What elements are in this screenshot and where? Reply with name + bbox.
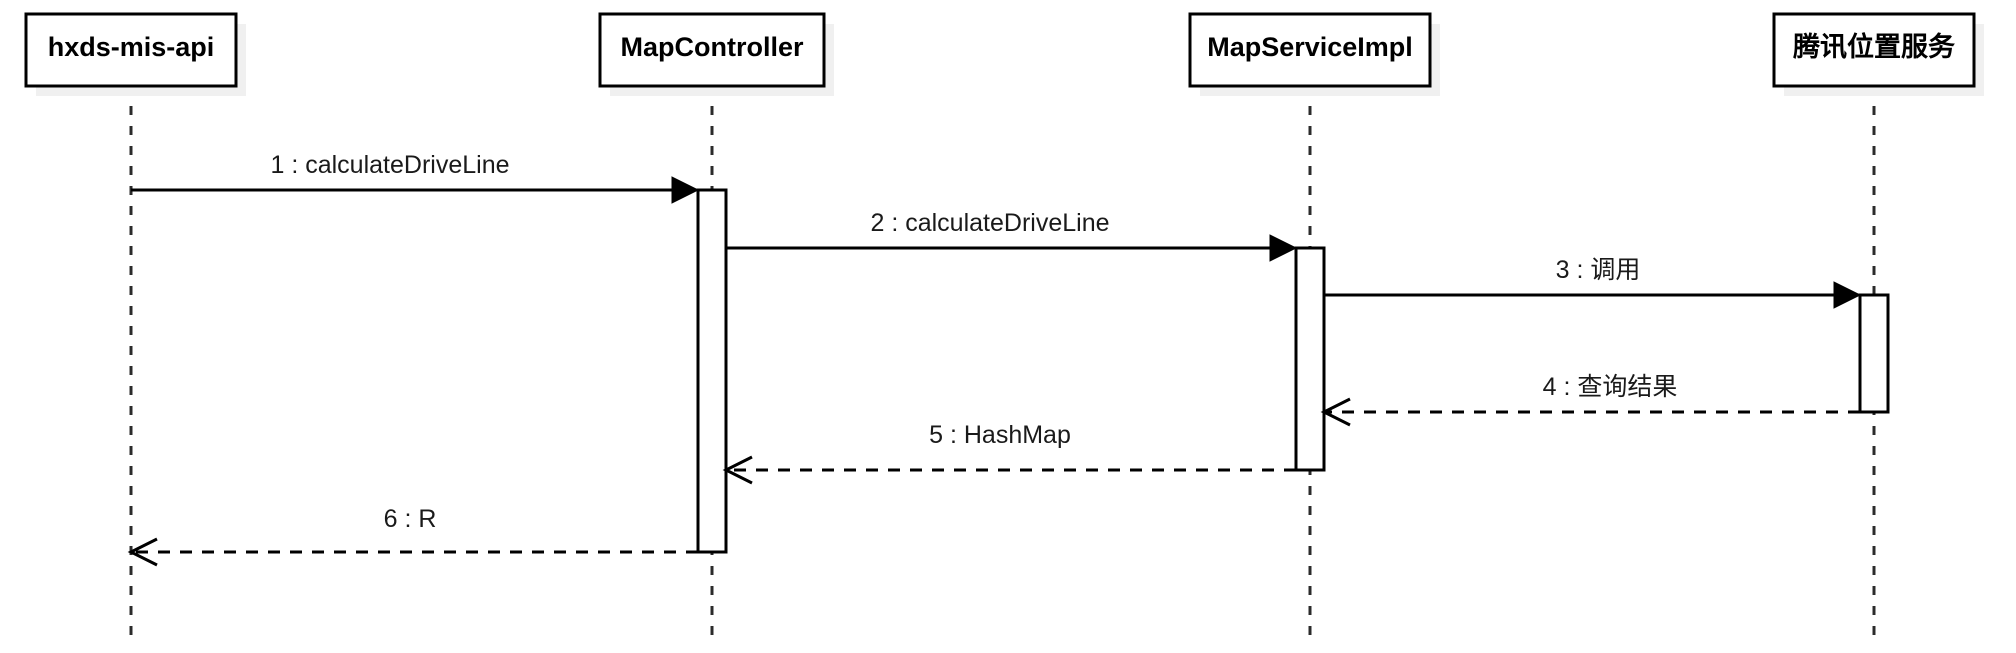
participant-label-MapController: MapController [620,32,803,62]
message-1[interactable]: 1 : calculateDriveLine [131,151,700,204]
message-6[interactable]: 6 : R [127,505,698,567]
participants-group: hxds-mis-api MapController MapServiceImpl 腾… [24,12,1984,96]
message-arrowhead-open-6 [127,537,158,567]
message-label-4: 4 : 查询结果 [1543,373,1678,401]
participant-box-hxds-mis-api[interactable] [24,12,238,88]
message-arrowhead-filled-3 [1833,281,1862,309]
activation-bar-MapServiceImpl [1294,246,1326,472]
message-5[interactable]: 5 : HashMap [722,421,1296,485]
participant-label-tencent-location-service: 腾讯位置服务 [1793,31,1955,62]
messages-group: 1 : calculateDriveLine 2 : calculateDrive… [127,151,1862,567]
participant-box-tencent-location-service[interactable] [1772,12,1976,88]
message-label-5: 5 : HashMap [929,421,1071,449]
message-arrowhead-open-4 [1320,397,1351,427]
message-4[interactable]: 4 : 查询结果 [1320,373,1860,427]
activation-bar-tencent-location-service [1858,293,1890,414]
activation-bar-MapController [696,188,728,554]
activations-group [696,188,1890,554]
participant-box-MapServiceImpl[interactable] [1188,12,1432,88]
message-label-3: 3 : 调用 [1556,256,1641,284]
participant-box-MapController[interactable] [598,12,826,88]
participant-label-hxds-mis-api: hxds-mis-api [48,32,215,62]
message-arrowhead-open-5 [722,455,753,485]
message-3[interactable]: 3 : 调用 [1324,256,1862,309]
message-arrowhead-filled-2 [1269,234,1298,262]
participant-label-MapServiceImpl: MapServiceImpl [1207,32,1413,62]
message-label-6: 6 : R [384,505,437,533]
message-arrowhead-filled-1 [671,176,700,204]
message-2[interactable]: 2 : calculateDriveLine [726,209,1298,262]
message-label-2: 2 : calculateDriveLine [870,209,1109,237]
message-label-1: 1 : calculateDriveLine [270,151,509,179]
